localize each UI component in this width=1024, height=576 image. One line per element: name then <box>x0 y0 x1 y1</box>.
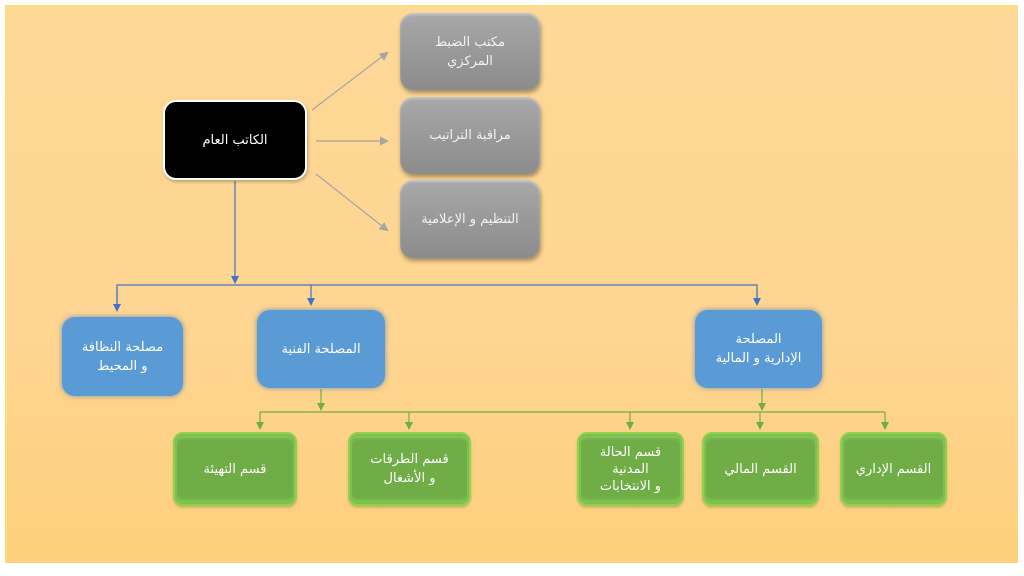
department-node-label: المصلحة الإدارية و المالية <box>715 332 802 366</box>
staff-node-label: التنظيم و الإعلامية <box>421 211 519 227</box>
staff-node-regulation-control: مراقبة التراتيب <box>400 97 540 174</box>
section-node-finance: القسم المالي <box>702 432 819 506</box>
connector-dept-bus <box>116 284 758 304</box>
department-node-label: المصلحة الفنية <box>281 341 361 357</box>
root-node-label: الكاتب العام <box>202 132 268 148</box>
section-node-label: القسم الإداري <box>855 461 932 477</box>
section-node-label: القسم المالي <box>724 461 797 477</box>
section-node-label: قسم الطرقات و الأشغال <box>370 452 449 486</box>
root-node-secretary-general: الكاتب العام <box>163 100 307 180</box>
section-node-planning: قسم التهيئة <box>173 432 297 506</box>
department-node-cleanliness: مصلحة النظافة و المحيط <box>62 317 183 396</box>
department-node-technical: المصلحة الفنية <box>257 310 385 388</box>
department-node-label: مصلحة النظافة و المحيط <box>81 339 164 374</box>
staff-node-label: مراقبة التراتيب <box>429 128 511 143</box>
section-node-administrative: القسم الإداري <box>840 432 947 506</box>
staff-node-central-registry: مكتب الضبط المركزي <box>400 13 540 90</box>
staff-node-label: مكتب الضبط المركزي <box>434 34 506 69</box>
section-node-civil-status-elections: قسم الحالة المدنية و الانتخابات <box>577 432 684 506</box>
staff-node-organization-it: التنظيم و الإعلامية <box>400 180 540 258</box>
connector-root-staff-3 <box>315 173 389 232</box>
connector-root-staff-1 <box>311 51 389 111</box>
section-node-label: قسم التهيئة <box>203 461 267 477</box>
section-node-label: قسم الحالة المدنية و الانتخابات <box>599 444 662 494</box>
section-node-roads-works: قسم الطرقات و الأشغال <box>348 432 471 506</box>
department-node-admin-finance: المصلحة الإدارية و المالية <box>695 310 822 388</box>
